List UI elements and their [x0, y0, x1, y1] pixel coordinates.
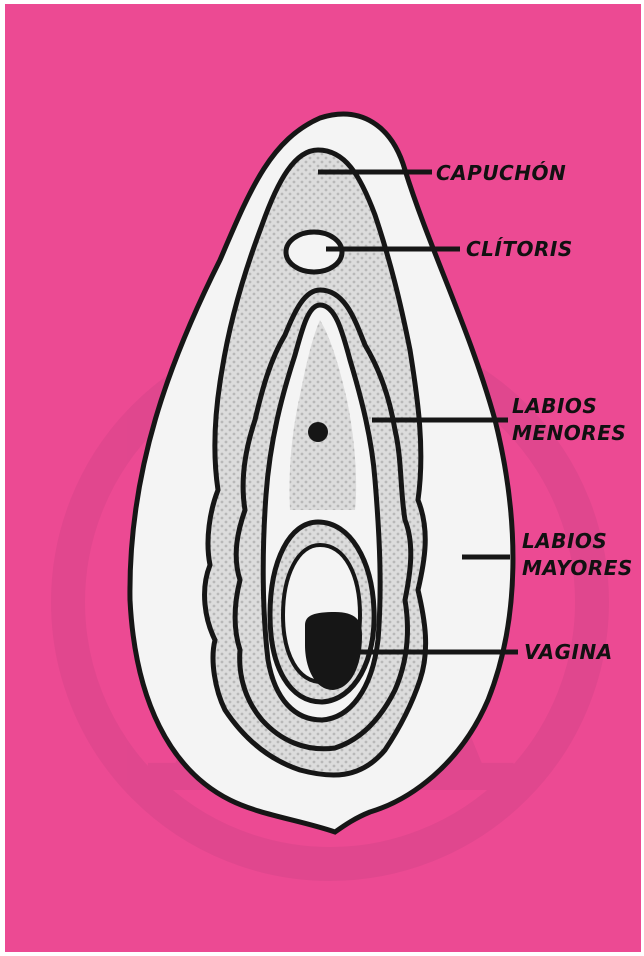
label-labios-mayores-line1: LABIOS	[522, 529, 607, 553]
label-labios-mayores-line2: MAYORES	[522, 556, 633, 580]
label-vagina: VAGINA	[524, 640, 613, 664]
label-labios-menores-line1: LABIOS	[512, 394, 597, 418]
label-clitoris: CLÍTORIS	[466, 237, 573, 261]
clitoris-shape	[286, 232, 342, 272]
urethra-dot	[308, 422, 328, 442]
label-capuchon: CAPUCHÓN	[436, 161, 566, 185]
label-labios-menores-line2: MENORES	[512, 421, 626, 445]
